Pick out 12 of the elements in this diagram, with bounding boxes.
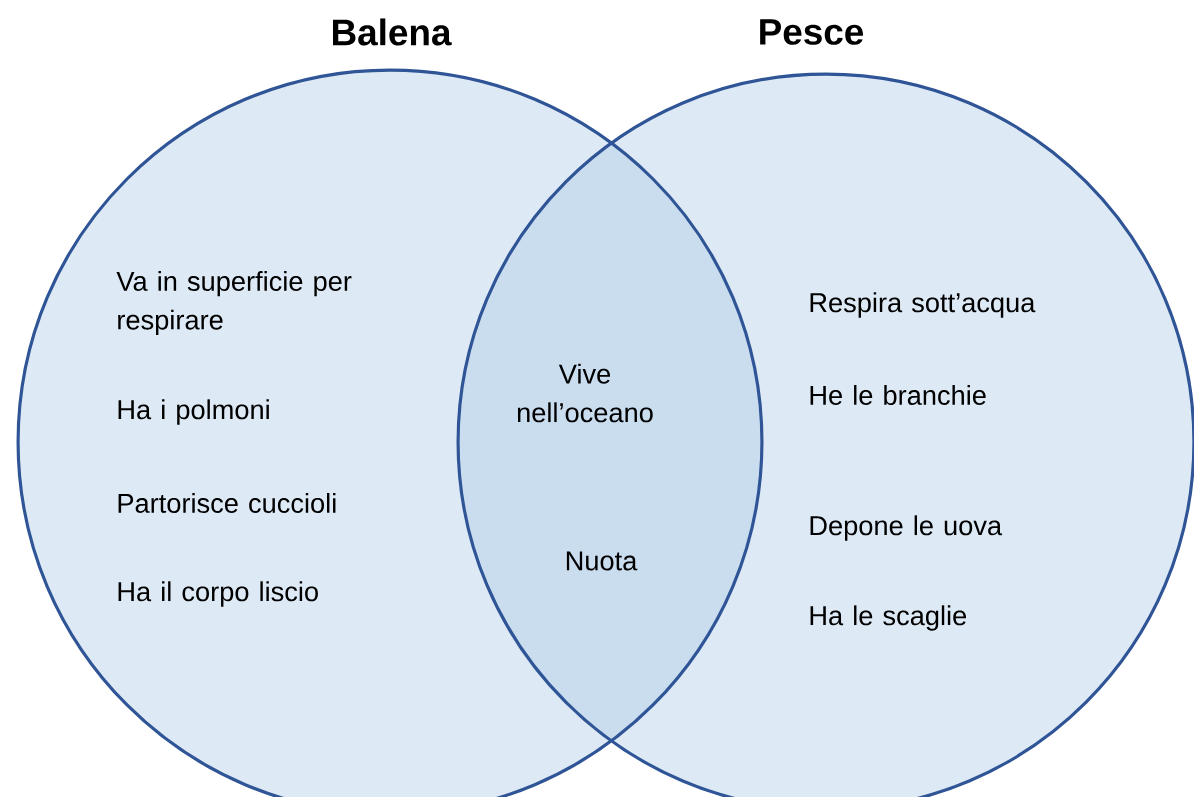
list-item: Partorisce cuccioli	[118, 493, 336, 513]
circle-title: Pesce	[760, 19, 864, 45]
circle-title: Balena	[333, 18, 452, 46]
list-item: Ha le scaglie	[810, 605, 967, 631]
list-item: Depone le uova	[810, 515, 1003, 541]
list-item: Respira sott’acqua	[810, 292, 1036, 318]
list-item: Ha il corpo liscio	[118, 581, 318, 607]
overlap-text: Nuota	[566, 551, 638, 571]
list-item: Ha i polmoni	[118, 399, 269, 425]
overlap-text: Vive nell’oceano	[517, 363, 653, 423]
list-item: Va in superficie per respirare	[116, 271, 352, 335]
list-item: He le branchie	[810, 385, 986, 405]
